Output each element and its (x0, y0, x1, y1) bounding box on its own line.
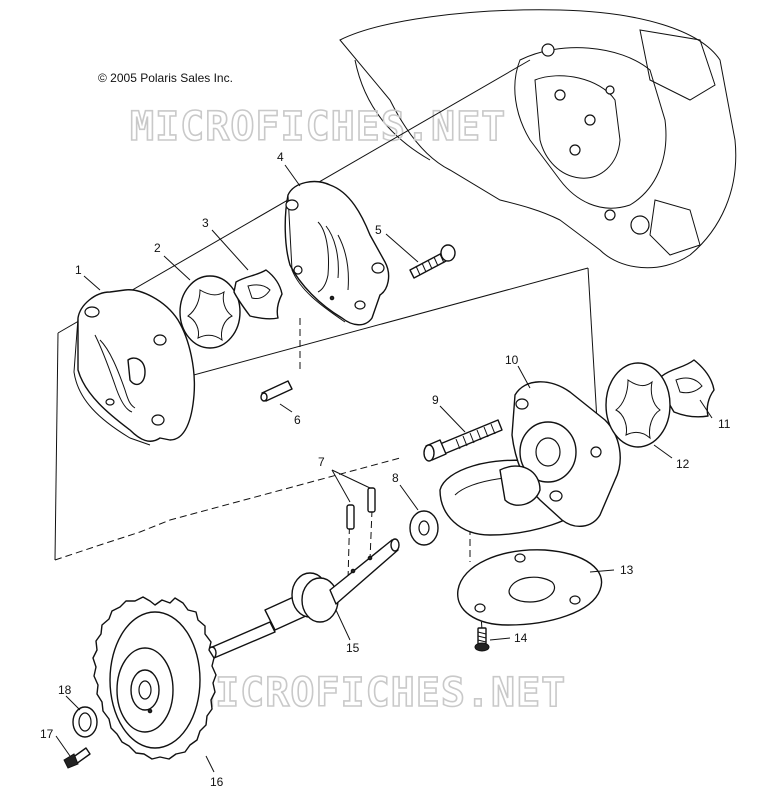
callout-3: 3 (202, 216, 209, 230)
copyright-text: © 2005 Polaris Sales Inc. (98, 71, 233, 85)
part-8-washer (409, 510, 439, 546)
part-5-screw (409, 244, 456, 279)
part-13-gasket (457, 549, 603, 626)
callout-15: 15 (346, 641, 360, 655)
part-6-dowel-pin (260, 380, 293, 402)
callout-2: 2 (154, 241, 161, 255)
callout-5: 5 (375, 223, 382, 237)
callout-12: 12 (676, 457, 690, 471)
callout-11: 11 (718, 417, 731, 431)
callout-14: 14 (514, 631, 528, 645)
engine-case (339, 9, 737, 269)
part-7-pins (346, 487, 376, 530)
part-17-small-bolt (63, 747, 91, 769)
watermark-top: MICROFICHES.NET (130, 104, 506, 150)
callout-8: 8 (392, 471, 399, 485)
part-2-outer-rotor (179, 275, 241, 349)
callout-1: 1 (75, 263, 82, 277)
part-1-pump-body (73, 289, 196, 446)
callout-16: 16 (210, 775, 224, 789)
callout-10: 10 (505, 353, 519, 367)
part-15-shaft (207, 538, 400, 660)
part-18-washer (72, 706, 98, 738)
callout-17: 17 (40, 727, 54, 741)
part-12-outer-rotor (605, 362, 671, 448)
callout-13: 13 (620, 563, 634, 577)
part-10-pump-housing (439, 381, 621, 536)
callout-9: 9 (432, 393, 439, 407)
callout-7: 7 (318, 455, 325, 469)
part-4-pump-plate (284, 180, 390, 326)
leader-lines (55, 164, 713, 773)
callout-4: 4 (277, 150, 284, 164)
watermark-bottom: MICROFICHES.NET (190, 670, 566, 716)
callout-18: 18 (58, 683, 72, 697)
part-16-drive-gear (92, 596, 217, 760)
part-9-long-bolt (423, 419, 503, 462)
callout-labels: 1 2 3 4 5 6 7 8 9 10 11 12 13 14 15 16 1… (40, 150, 731, 789)
callout-6: 6 (294, 413, 301, 427)
part-3-inner-rotor (233, 269, 283, 320)
part-14-small-screw (474, 627, 490, 652)
